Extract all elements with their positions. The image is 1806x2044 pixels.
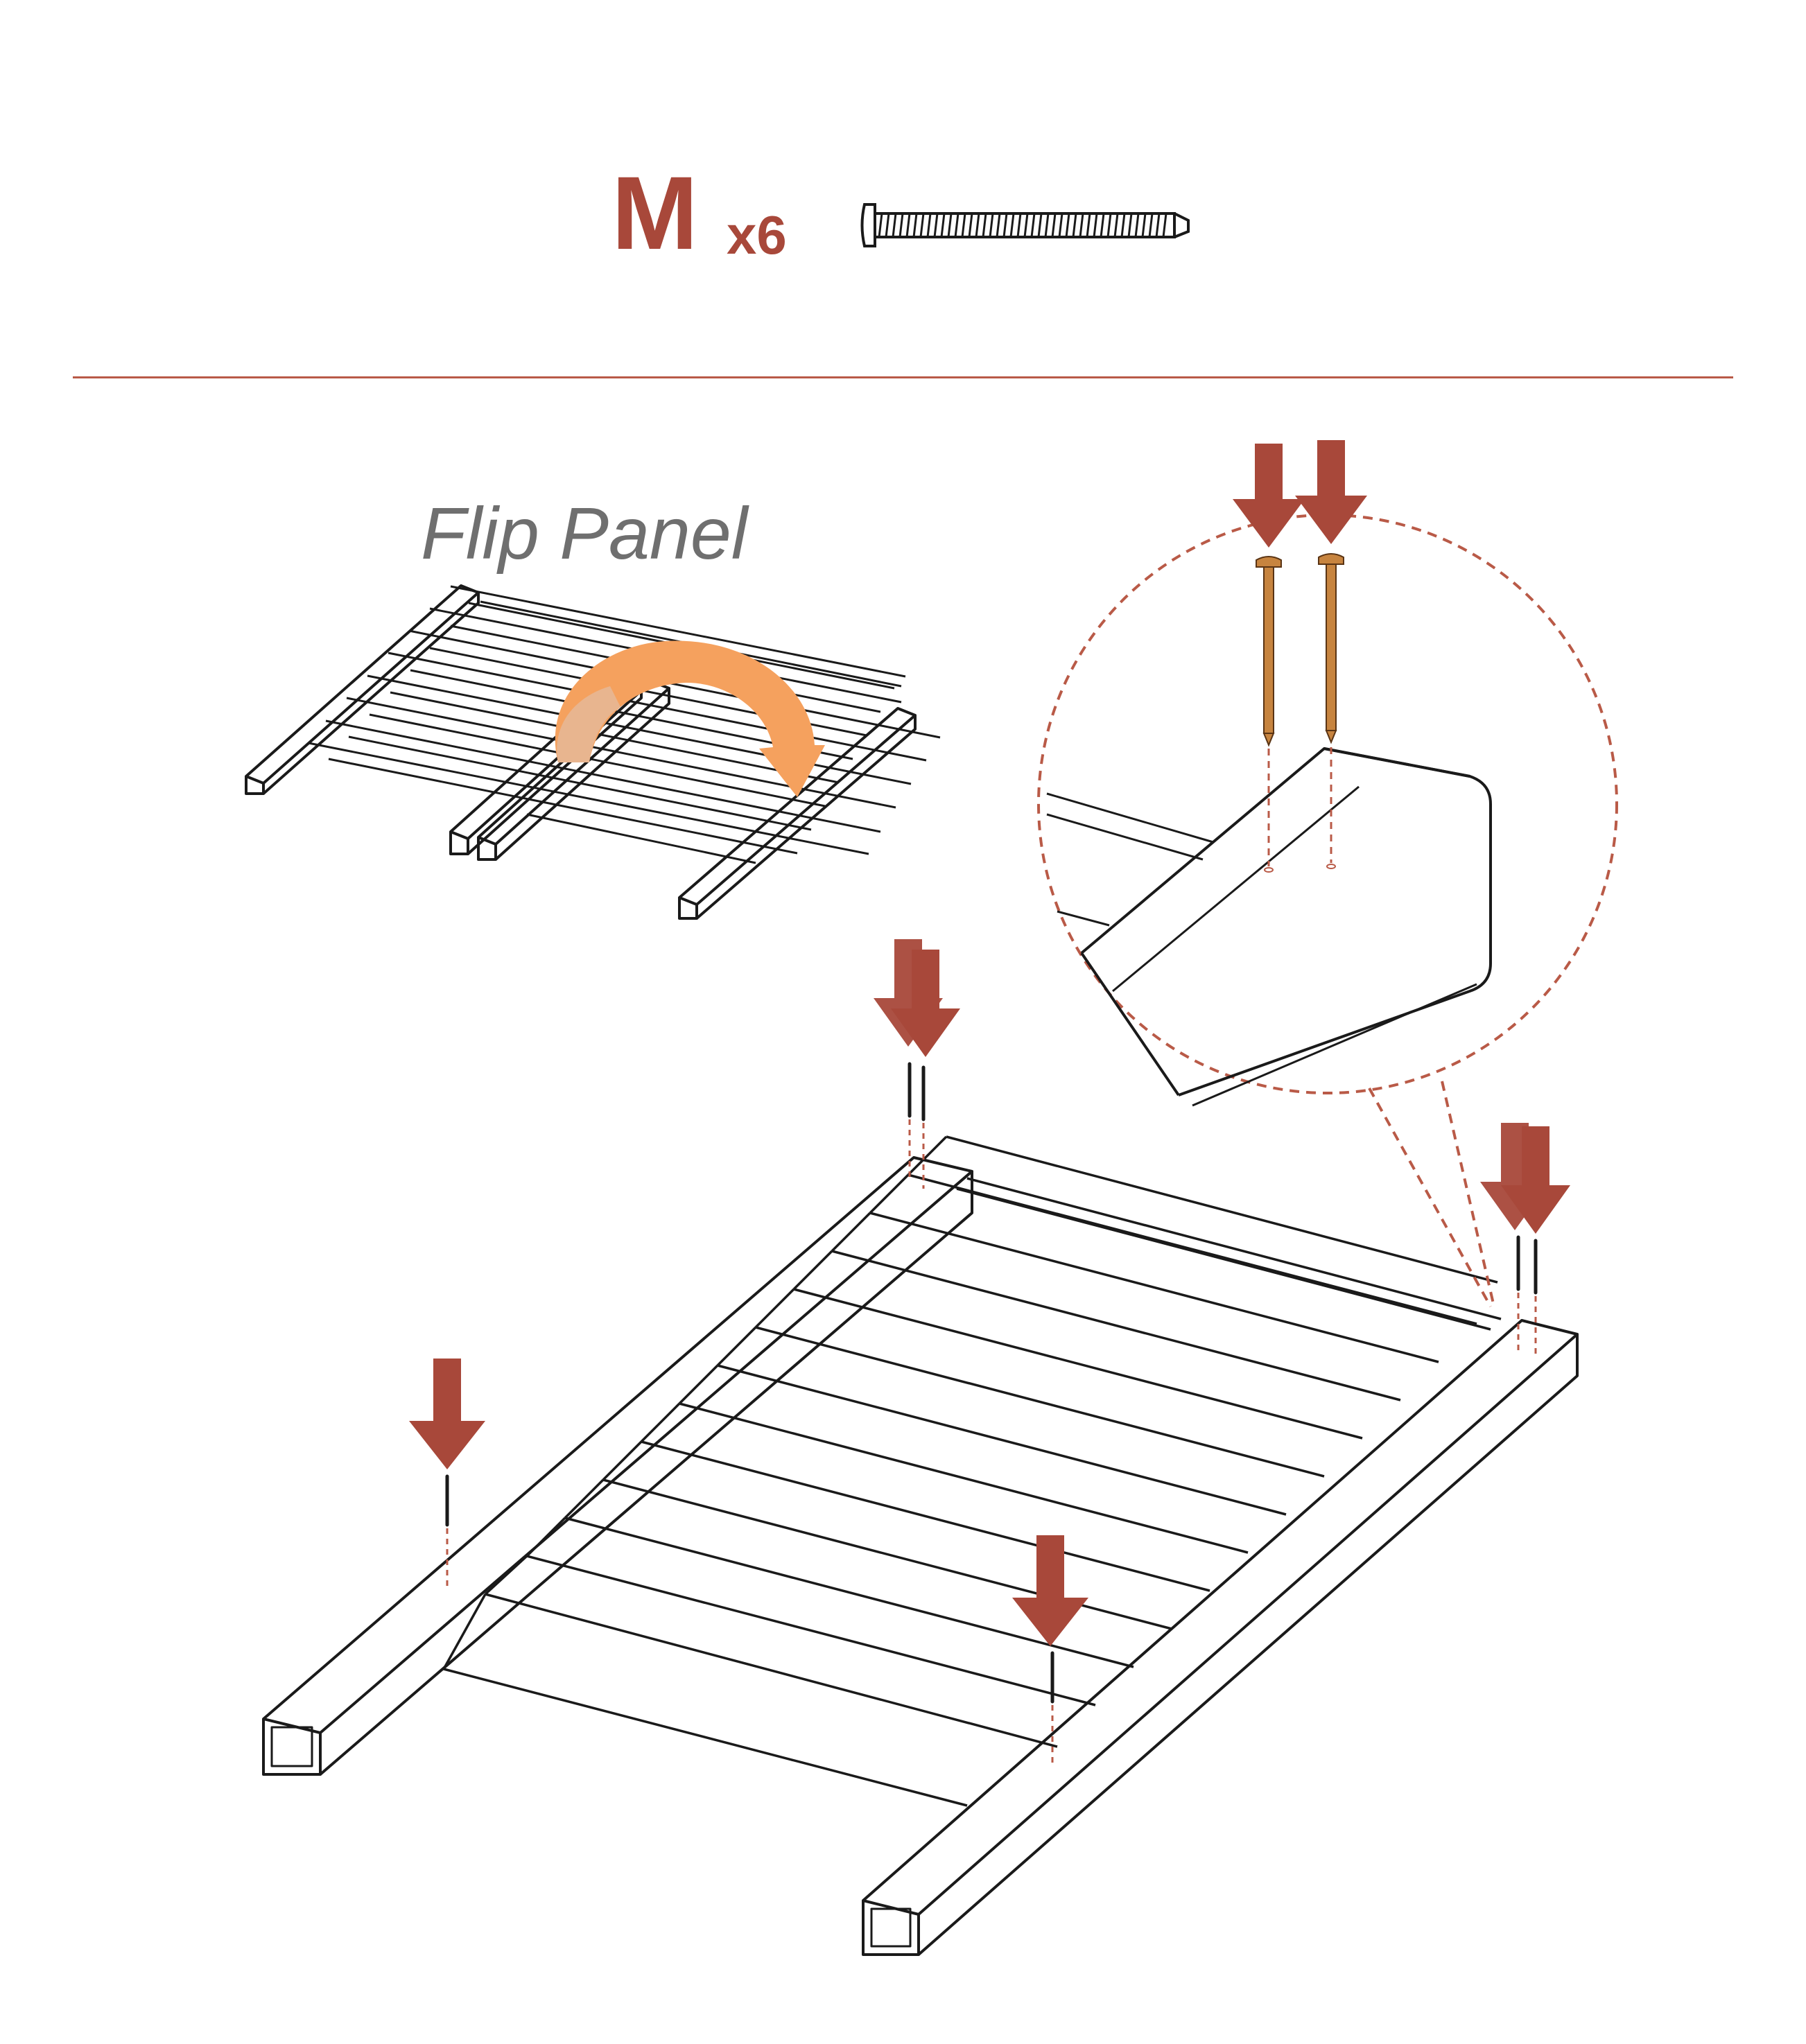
down-arrow-icon (891, 950, 960, 1057)
part-quantity: x6 (727, 204, 787, 265)
screw-detail-callout (1037, 514, 1618, 1307)
section-divider (73, 376, 1733, 378)
main-panel-diagram (262, 1135, 1579, 1956)
down-arrow-icon (1295, 440, 1367, 544)
down-arrow-icons (409, 440, 1570, 1646)
down-arrow-icon (409, 1359, 485, 1469)
long-pan-head-screw-icon (860, 203, 1190, 247)
down-arrow-icon (1012, 1535, 1088, 1646)
screw-guides (445, 1062, 1538, 1764)
down-arrow-icon (1501, 1126, 1570, 1234)
flip-panel-label: Flip Panel (421, 493, 748, 575)
hardware-header: M x6 (0, 0, 1806, 388)
part-letter: M (611, 155, 698, 271)
detail-screw-icon (1256, 553, 1344, 747)
down-arrow-icon (1233, 444, 1305, 548)
flip-arrow-icon (555, 640, 825, 797)
flip-panel-diagram (245, 584, 941, 920)
